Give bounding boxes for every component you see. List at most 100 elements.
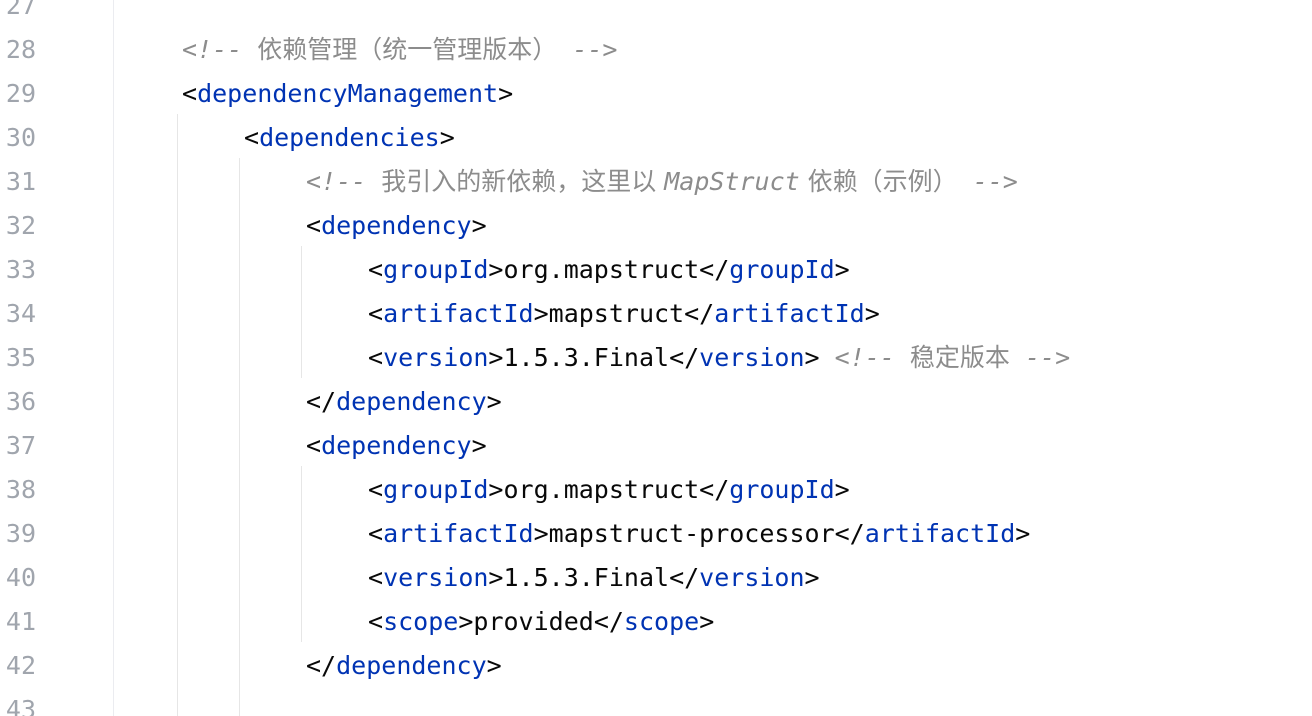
punctuation: </ xyxy=(669,343,700,372)
xml-tag-name: scope xyxy=(383,607,459,636)
punctuation: < xyxy=(368,475,384,504)
punctuation: > xyxy=(458,607,474,636)
xml-tag-name: groupId xyxy=(383,475,489,504)
code-text: <groupId>org.mapstruct</groupId> xyxy=(368,468,850,512)
line-number: 40 xyxy=(5,563,36,592)
xml-tag-name: dependencyManagement xyxy=(197,79,499,108)
code-line[interactable]: 31 <!-- 我引入的新依赖，这里以 MapStruct 依赖（示例） --> xyxy=(0,160,1312,204)
code-text: <version>1.5.3.Final</version> <!-- 稳定版本… xyxy=(368,336,1070,380)
code-line[interactable]: 36 </dependency> xyxy=(0,380,1312,424)
punctuation: < xyxy=(368,299,384,328)
indent-guide xyxy=(177,114,178,716)
punctuation: > xyxy=(439,123,455,152)
code-line[interactable]: 34<artifactId>mapstruct</artifactId> xyxy=(0,292,1312,336)
code-line[interactable]: 27 xyxy=(0,0,1312,28)
comment: <!-- xyxy=(306,167,382,196)
code-line[interactable]: 33<groupId>org.mapstruct</groupId> xyxy=(0,248,1312,292)
code-text: <!-- 我引入的新依赖，这里以 MapStruct 依赖（示例） --> xyxy=(306,160,1018,204)
punctuation: </ xyxy=(306,651,337,680)
xml-text: 1.5.3.Final xyxy=(503,563,670,592)
punctuation: > xyxy=(471,431,487,460)
code-line[interactable]: 42 </dependency> xyxy=(0,644,1312,688)
xml-tag-name: dependency xyxy=(336,387,487,416)
punctuation: < xyxy=(368,563,384,592)
punctuation: </ xyxy=(306,387,337,416)
code-line[interactable]: 35<version>1.5.3.Final</version> <!-- 稳定… xyxy=(0,336,1312,380)
line-number: 33 xyxy=(5,255,36,284)
comment: 依赖管理（统一管理版本） xyxy=(257,35,558,64)
xml-tag-name: version xyxy=(383,563,489,592)
xml-tag-name: dependency xyxy=(336,651,487,680)
punctuation: < xyxy=(182,79,198,108)
xml-tag-name: version xyxy=(383,343,489,372)
xml-text: 1.5.3.Final xyxy=(503,343,670,372)
xml-tag-name: dependency xyxy=(321,431,472,460)
code-text: <dependencyManagement> xyxy=(182,72,513,116)
comment: 稳定版本 xyxy=(909,343,1010,372)
punctuation: < xyxy=(306,211,322,240)
line-number: 32 xyxy=(5,211,36,240)
line-number: 31 xyxy=(5,167,36,196)
code-text: <version>1.5.3.Final</version> xyxy=(368,556,820,600)
xml-tag-name: artifactId xyxy=(383,519,534,548)
xml-text: provided xyxy=(473,607,594,636)
punctuation: </ xyxy=(593,607,624,636)
punctuation: > xyxy=(486,651,502,680)
xml-tag-name: dependency xyxy=(321,211,472,240)
xml-tag-name: groupId xyxy=(729,475,835,504)
code-line[interactable]: 38<groupId>org.mapstruct</groupId> xyxy=(0,468,1312,512)
line-number: 42 xyxy=(5,651,36,680)
code-text: <dependencies> xyxy=(244,116,455,160)
xml-tag-name: dependencies xyxy=(259,123,440,152)
line-number: 27 xyxy=(5,0,36,20)
indent-guide xyxy=(301,466,302,642)
code-text: <artifactId>mapstruct</artifactId> xyxy=(368,292,880,336)
punctuation: < xyxy=(368,343,384,372)
line-number: 29 xyxy=(5,79,36,108)
line-number: 43 xyxy=(5,695,36,716)
code-line[interactable]: 43 xyxy=(0,688,1312,716)
punctuation: > xyxy=(488,563,504,592)
comment: 我引入的新依赖，这里以 xyxy=(381,167,665,196)
punctuation: > xyxy=(804,343,835,372)
punctuation: > xyxy=(533,519,549,548)
punctuation: > xyxy=(1015,519,1031,548)
punctuation: </ xyxy=(699,255,730,284)
code-text: <artifactId>mapstruct-processor</artifac… xyxy=(368,512,1030,556)
xml-tag-name: version xyxy=(699,563,805,592)
punctuation: > xyxy=(488,343,504,372)
code-line[interactable]: 39<artifactId>mapstruct-processor</artif… xyxy=(0,512,1312,556)
code-text: <dependency> xyxy=(306,204,487,248)
punctuation: > xyxy=(834,475,850,504)
comment: --> xyxy=(957,167,1018,196)
punctuation: > xyxy=(486,387,502,416)
code-line[interactable]: 41<scope>provided</scope> xyxy=(0,600,1312,644)
gutter-separator xyxy=(113,0,114,716)
xml-text: mapstruct xyxy=(548,299,685,328)
code-line[interactable]: 28<!-- 依赖管理（统一管理版本） --> xyxy=(0,28,1312,72)
xml-tag-name: scope xyxy=(623,607,700,636)
code-line[interactable]: 37<dependency> xyxy=(0,424,1312,468)
punctuation: < xyxy=(368,255,384,284)
comment: --> xyxy=(1009,343,1071,372)
line-number: 36 xyxy=(5,387,36,416)
code-line[interactable]: 29 <dependencyManagement> xyxy=(0,72,1312,116)
punctuation: </ xyxy=(669,563,700,592)
code-line[interactable]: 40<version>1.5.3.Final</version> xyxy=(0,556,1312,600)
punctuation: < xyxy=(244,123,260,152)
punctuation: </ xyxy=(834,519,865,548)
xml-tag-name: groupId xyxy=(729,255,835,284)
punctuation: > xyxy=(488,475,504,504)
punctuation: < xyxy=(368,519,384,548)
comment: 依赖（示例） xyxy=(799,167,958,196)
xml-tag-name: artifactId xyxy=(383,299,534,328)
punctuation: > xyxy=(488,255,504,284)
punctuation: > xyxy=(834,255,850,284)
punctuation: > xyxy=(864,299,880,328)
xml-tag-name: artifactId xyxy=(864,519,1016,548)
code-line[interactable]: 32 <dependency> xyxy=(0,204,1312,248)
code-line[interactable]: 30<dependencies> xyxy=(0,116,1312,160)
xml-text: org.mapstruct xyxy=(503,475,700,504)
indent-guide xyxy=(301,246,302,378)
